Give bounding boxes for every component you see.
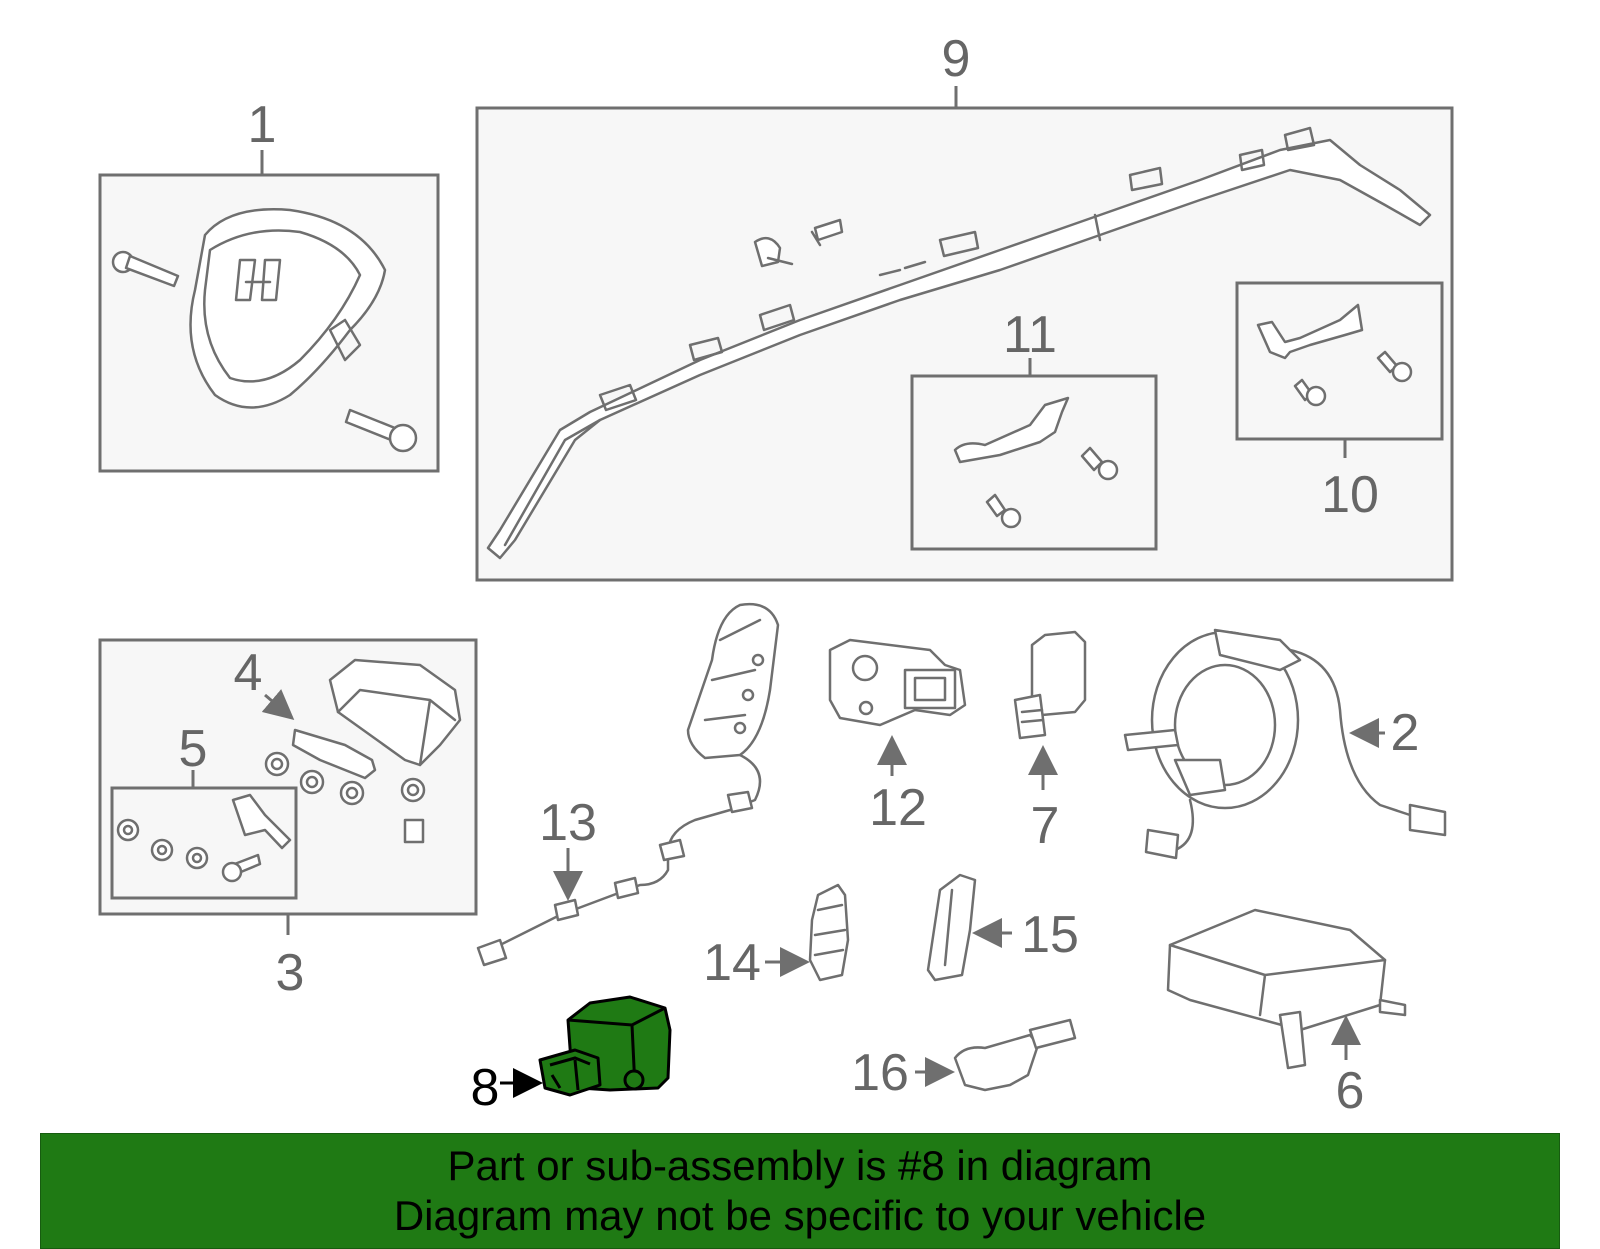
info-banner: Part or sub-assembly is #8 in diagram Di… (40, 1133, 1560, 1249)
group-10-bracket-kit: 10 (1235, 281, 1444, 524)
callout-5: 5 (179, 720, 208, 778)
driver-airbag-part (189, 208, 387, 409)
callout-3: 3 (276, 944, 305, 1002)
callout-10: 10 (1321, 466, 1379, 524)
callout-6: 6 (1336, 1062, 1365, 1120)
group-11-box (910, 374, 1158, 551)
part-16-connector: 16 (851, 1018, 1077, 1102)
group-11-bracket-kit: 11 (910, 306, 1158, 551)
bracket-bolt-b (985, 493, 1022, 529)
bracket-part-10 (1256, 303, 1364, 360)
callout-16: 16 (851, 1044, 909, 1102)
group-3-passenger-airbag: 3 4 5 (98, 638, 478, 1002)
group-5-box (110, 786, 298, 900)
callout-8: 8 (471, 1059, 500, 1117)
passenger-airbag-part (328, 658, 462, 767)
bracket-part (953, 396, 1070, 464)
bracket-bolt-c (1376, 350, 1413, 383)
banner-line-1: Part or sub-assembly is #8 in diagram (447, 1142, 1153, 1189)
part-13-side-airbag: 13 (476, 602, 780, 967)
callout-13: 13 (539, 794, 597, 852)
callout-11: 11 (1003, 306, 1057, 364)
group-1-driver-airbag: 1 (98, 96, 440, 473)
part-14-sensor: 14 (703, 883, 850, 992)
part-15-trim: 15 (926, 873, 1079, 982)
callout-4: 4 (234, 644, 263, 702)
mounting-bracket-4 (291, 728, 377, 780)
curtain-airbag-clips (753, 218, 844, 268)
group-5-hardware (116, 793, 292, 883)
curtain-airbag-part (486, 126, 1432, 560)
part-12-sensor: 12 (828, 638, 967, 837)
callout-14: 14 (703, 934, 761, 992)
bracket-bolt-a (1080, 446, 1119, 481)
callout-15: 15 (1021, 906, 1079, 964)
bracket-bolt-d (1293, 378, 1327, 407)
driver-airbag-bolt-upper (111, 250, 180, 288)
group-10-box (1235, 281, 1444, 441)
part-6-srs-control-unit: 6 (1166, 908, 1407, 1120)
callout-7: 7 (1031, 797, 1060, 855)
driver-airbag-bolt-lower (344, 408, 418, 453)
passenger-airbag-nuts (264, 751, 426, 844)
part-2-clock-spring: 2 (1123, 628, 1447, 860)
callout-2: 2 (1391, 704, 1420, 762)
part-7-sensor: 7 (1013, 630, 1087, 855)
callout-1: 1 (248, 96, 277, 154)
callout-9: 9 (942, 30, 971, 88)
callout-12: 12 (869, 779, 927, 837)
banner-line-2: Diagram may not be specific to your vehi… (393, 1192, 1207, 1239)
part-8-highlighted-sensor: 8 (471, 995, 672, 1117)
